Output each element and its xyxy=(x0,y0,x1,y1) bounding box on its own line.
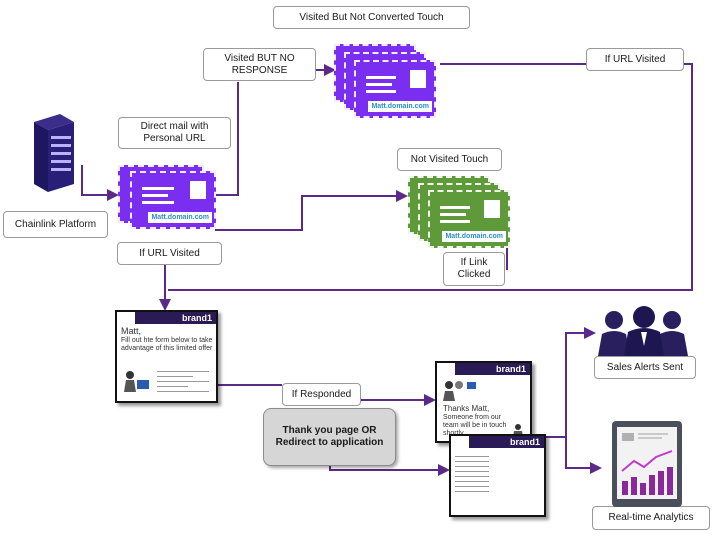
landing-greeting: Matt, xyxy=(121,326,142,336)
form-page-preview: brand1 xyxy=(449,434,546,517)
landing-page-preview: brand1 Matt, Fill out hte form below to … xyxy=(115,310,218,403)
form-lines xyxy=(157,367,209,396)
laptop-icon xyxy=(137,380,149,389)
brand-header: brand1 xyxy=(455,363,530,375)
server-icon xyxy=(30,112,76,194)
postcard-url: Matt.domain.com xyxy=(442,231,506,242)
brand-header: brand1 xyxy=(469,436,544,448)
visited-not-converted-label: Visited But Not Converted Touch xyxy=(273,6,470,29)
analytics-tablet-icon xyxy=(612,421,682,507)
person-icon xyxy=(123,370,137,392)
thanks-title: Thanks Matt, xyxy=(443,404,490,413)
not-visited-label: Not Visited Touch xyxy=(397,148,502,171)
realtime-analytics-label: Real-time Analytics xyxy=(592,506,710,530)
brand-header: brand1 xyxy=(135,312,216,324)
visited-no-response-label: Visited BUT NO RESPONSE xyxy=(203,48,316,81)
thanks-body: Someone from our team will be in touch s… xyxy=(443,414,507,437)
postcard-stack-direct-mail: Matt.domain.com xyxy=(118,165,216,231)
direct-mail-label: Direct mail with Personal URL xyxy=(118,117,231,149)
chainlink-platform-label: Chainlink Platform xyxy=(3,211,108,238)
if-url-visited-right-label: If URL Visited xyxy=(586,48,684,71)
thanks-page-preview: brand1 Thanks Matt, Someone from our tea… xyxy=(435,361,532,443)
form-lines xyxy=(455,452,489,496)
sales-alerts-label: Sales Alerts Sent xyxy=(594,356,696,379)
if-link-clicked-label: If Link Clicked xyxy=(443,252,505,286)
if-url-visited-left-label: If URL Visited xyxy=(117,242,222,265)
postcard-stack-visited: Matt.domain.com xyxy=(334,44,442,118)
thank-you-box: Thank you page OR Redirect to applicatio… xyxy=(263,408,396,466)
postcard-url: Matt.domain.com xyxy=(368,101,432,112)
landing-body: Fill out hte form below to take advantag… xyxy=(121,337,213,352)
people-group-icon xyxy=(596,306,692,356)
if-responded-label: If Responded xyxy=(282,383,361,406)
postcard-stack-not-visited: Matt.domain.com xyxy=(408,176,514,248)
postcard-url: Matt.domain.com xyxy=(148,212,212,223)
people-icon xyxy=(443,379,477,401)
